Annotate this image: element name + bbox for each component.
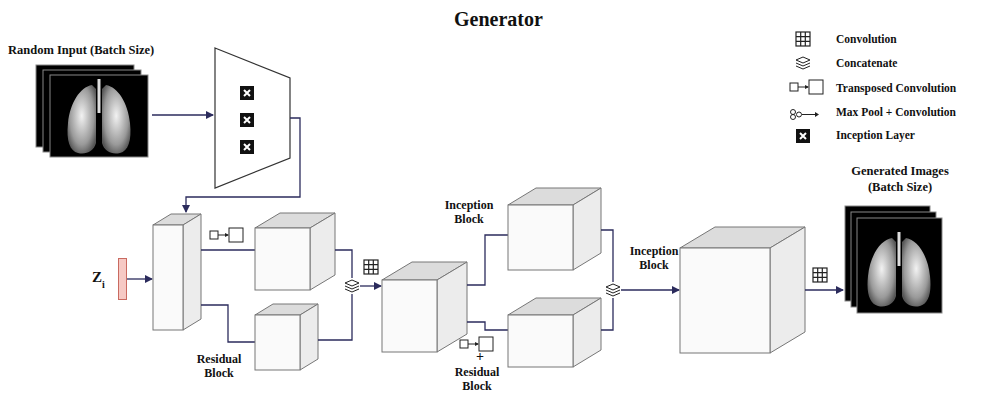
latent-symbol: Z (92, 269, 102, 286)
legend-text: Inception Layer (836, 129, 915, 141)
legend-row: Inception Layer (836, 129, 915, 141)
image-heading: Generated Images (Batch Size) (845, 164, 955, 195)
legend-row: Convolution (836, 33, 897, 45)
legend-text: Concatenate (836, 57, 897, 69)
image-node: Generated Images (Batch Size) (857, 218, 942, 313)
legend-row: Transposed Convolution (836, 82, 956, 94)
image-node: Zi (118, 258, 127, 300)
block-label: Residual Block (186, 352, 252, 381)
block-label: + (470, 350, 490, 364)
block-label: Inception Block (621, 244, 687, 273)
legend-text: Max Pool + Convolution (836, 106, 956, 118)
latent-subscript: i (102, 279, 105, 290)
legend-row: Concatenate (836, 57, 897, 69)
block-label: Residual Block (444, 365, 510, 394)
image-heading: Random Input (Batch Size) (8, 43, 154, 58)
block-label: Inception Block (436, 198, 502, 227)
image-node: Random Input (Batch Size) (50, 75, 148, 157)
legend-row: Max Pool + Convolution (836, 106, 956, 118)
legend-text: Convolution (836, 33, 897, 45)
legend-text: Transposed Convolution (836, 82, 956, 94)
diagram-title: Generator (0, 8, 997, 31)
